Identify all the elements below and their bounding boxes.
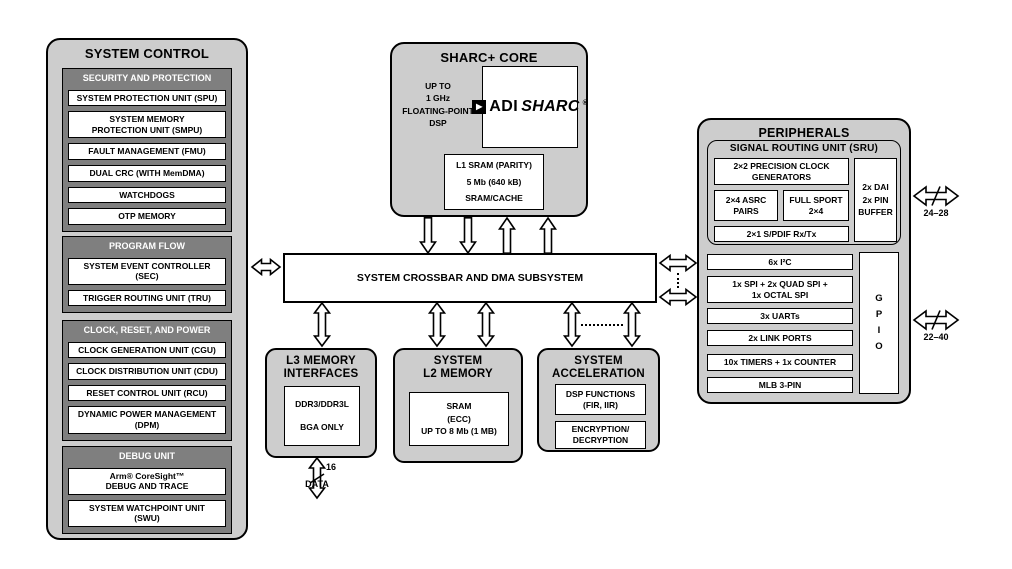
dsp-functions-box: DSP FUNCTIONS (FIR, IIR) [555,384,646,415]
l2-memory-title: SYSTEM L2 MEMORY [423,355,493,381]
core-spec-text: UP TO 1 GHz FLOATING-POINT DSP [402,81,474,128]
arrow-core-down-2 [458,217,478,255]
registered-mark: ® [582,100,588,107]
l1-sram-box: L1 SRAM (PARITY) 5 Mb (640 kB) SRAM/CACH… [444,154,544,210]
arrow-core-down-1 [418,217,438,255]
crossbar-label: SYSTEM CROSSBAR AND DMA SUBSYSTEM [356,272,584,284]
acceleration-title: SYSTEM ACCELERATION [552,355,645,381]
dual-crc-box: DUAL CRC (WITH MemDMA) [68,165,226,182]
smpu-box: SYSTEM MEMORY PROTECTION UNIT (SMPU) [68,111,226,139]
mlb-box: MLB 3-PIN [707,377,853,393]
arrow-dai-pins-bus [912,185,960,207]
rcu-box: RESET CONTROL UNIT (RCU) [68,384,226,402]
coresight-box: Arm® CoreSight™ DEBUG AND TRACE [68,467,226,495]
i2c-box: 6x I²C [707,254,853,270]
security-protection-header: SECURITY AND PROTECTION [82,73,212,83]
l3-memory-title: L3 MEMORY INTERFACES [283,355,359,381]
dpm-box: DYNAMIC POWER MANAGEMENT (DPM) [68,406,226,434]
dotted-link-vertical [677,273,679,288]
link-ports-box: 2x LINK PORTS [707,330,853,346]
arrow-core-up-2 [538,216,558,255]
arrow-syscontrol-crossbar [250,257,282,277]
crossbar-box: SYSTEM CROSSBAR AND DMA SUBSYSTEM [283,253,657,303]
precision-clock-generators-box: 2×2 PRECISION CLOCK GENERATORS [714,158,849,185]
fmu-box: FAULT MANAGEMENT (FMU) [68,143,226,161]
encryption-box: ENCRYPTION/ DECRYPTION [555,421,646,449]
asrc-pairs-box: 2×4 ASRC PAIRS [714,190,778,221]
spu-box: SYSTEM PROTECTION UNIT (SPU) [68,89,226,107]
l2-sram-box: SRAM (ECC) UP TO 8 Mb (1 MB) [409,392,509,446]
arrow-crossbar-l3 [312,301,332,348]
dai-pin-buffer-box: 2x DAI 2x PIN BUFFER [854,158,897,242]
system-control-panel: SYSTEM CONTROL SECURITY AND PROTECTION S… [46,38,248,540]
clock-reset-power-header: CLOCK, RESET, AND POWER [83,325,211,335]
acceleration-panel: SYSTEM ACCELERATION DSP FUNCTIONS (FIR, … [537,348,660,452]
adi-sharc-logo: ▶ ADI SHARC ® [472,97,588,117]
adi-sharc-logo-box: ▶ ADI SHARC ® [472,66,588,148]
ddr-data-label: DATA [305,479,329,489]
swu-box: SYSTEM WATCHPOINT UNIT (SWU) [68,499,226,528]
program-flow-section: PROGRAM FLOW SYSTEM EVENT CONTROLLER (SE… [62,236,232,314]
adi-logo-text: ADI [489,98,519,115]
arrow-core-up-1 [497,216,517,255]
ddr-bus-width-label: 16 [326,462,337,472]
debug-unit-header: DEBUG UNIT [119,451,175,461]
peripherals-panel: PERIPHERALS SIGNAL ROUTING UNIT (SRU) 2×… [697,118,911,404]
sharc-core-panel: SHARC+ CORE UP TO 1 GHz FLOATING-POINT D… [390,42,588,217]
arrow-gpio-pins-bus [912,309,960,331]
arrow-ddr-data-bus [307,456,327,500]
arrow-crossbar-peripherals-2 [658,287,698,307]
full-sport-box: FULL SPORT 2×4 [783,190,849,221]
arrow-crossbar-peripherals-1 [658,253,698,273]
arrow-crossbar-l2-1 [427,301,447,348]
arrow-crossbar-l2-2 [476,301,496,348]
peripherals-title: PERIPHERALS [758,126,850,140]
otp-memory-box: OTP MEMORY [68,208,226,225]
gpio-pin-count-label: 22–40 [923,332,949,342]
uarts-box: 3x UARTs [707,308,853,324]
tru-box: TRIGGER ROUTING UNIT (TRU) [68,289,226,307]
clock-reset-power-section: CLOCK, RESET, AND POWER CLOCK GENERATION… [62,320,232,441]
sharc-core-title: SHARC+ CORE [440,50,538,65]
system-control-title: SYSTEM CONTROL [84,46,210,61]
l3-memory-panel: L3 MEMORY INTERFACES DDR3/DDR3L BGA ONLY [265,348,377,458]
arrow-crossbar-accel-2 [622,301,642,348]
security-protection-section: SECURITY AND PROTECTION SYSTEM PROTECTIO… [62,68,232,232]
dai-pin-count-label: 24–28 [923,208,949,218]
timers-counter-box: 10x TIMERS + 1x COUNTER [707,354,853,371]
cgu-box: CLOCK GENERATION UNIT (CGU) [68,341,226,359]
debug-unit-section: DEBUG UNIT Arm® CoreSight™ DEBUG AND TRA… [62,446,232,535]
gpio-box: G P I O [859,252,899,394]
watchdogs-box: WATCHDOGS [68,186,226,204]
spi-box: 1x SPI + 2x QUAD SPI + 1x OCTAL SPI [707,276,853,303]
program-flow-header: PROGRAM FLOW [109,241,185,251]
sru-title: SIGNAL ROUTING UNIT (SRU) [729,143,879,154]
arrow-crossbar-accel-1 [562,301,582,348]
spdif-box: 2×1 S/PDIF Rx/Tx [714,226,849,242]
l2-memory-panel: SYSTEM L2 MEMORY SRAM (ECC) UP TO 8 Mb (… [393,348,523,463]
sharc-logo-text: SHARC [521,98,580,115]
adi-logo-icon: ▶ [472,100,487,114]
cdu-box: CLOCK DISTRIBUTION UNIT (CDU) [68,363,226,380]
sec-box: SYSTEM EVENT CONTROLLER (SEC) [68,257,226,285]
dotted-link-horizontal [581,324,623,326]
ddr3-box: DDR3/DDR3L BGA ONLY [284,386,360,446]
sru-box: SIGNAL ROUTING UNIT (SRU) 2×2 PRECISION … [707,140,901,245]
